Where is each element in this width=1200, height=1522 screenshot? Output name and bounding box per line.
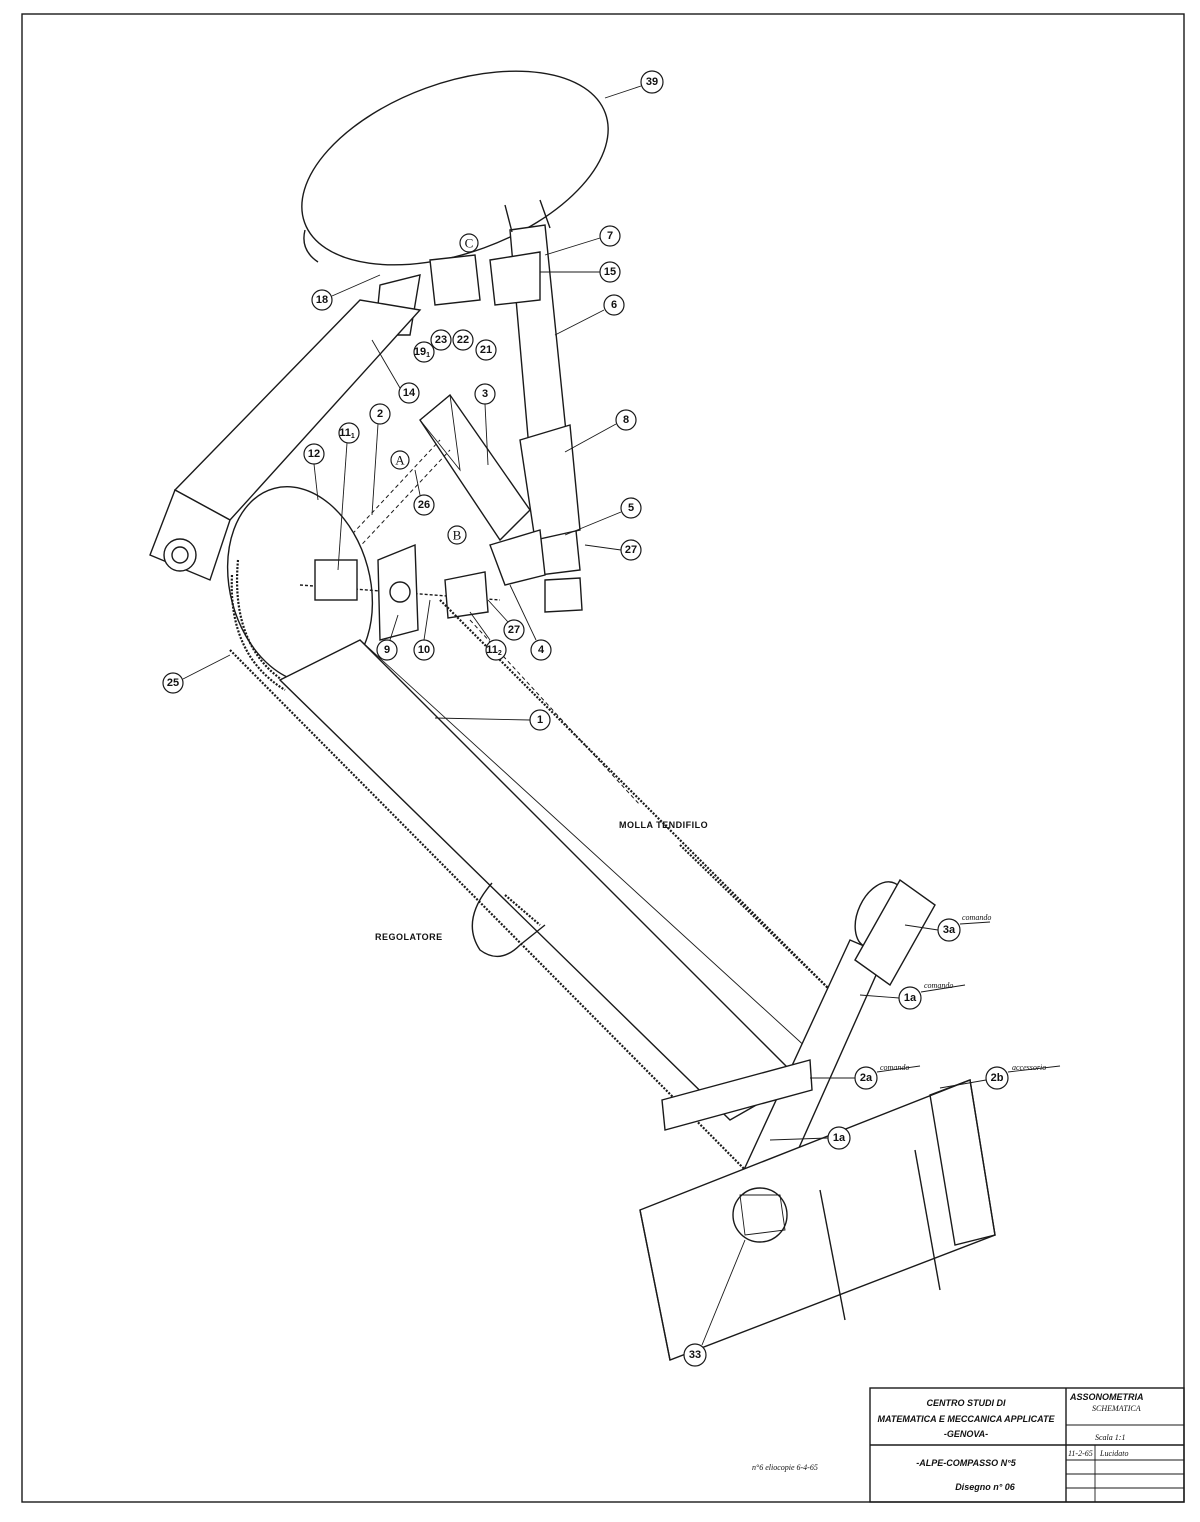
part-label-27-right: 27	[625, 544, 637, 556]
annotation-regolatore: REGOLATORE	[375, 932, 443, 942]
sheet-border	[21, 13, 1185, 1503]
title-block: CENTRO STUDI DI MATEMATICA E MECCANICA A…	[869, 1387, 1185, 1503]
letter-label-a: A	[395, 453, 405, 468]
part-label-11-1-subscript: 1	[351, 433, 355, 440]
part-label-10: 10	[418, 644, 430, 656]
part-label-15: 15	[604, 266, 616, 278]
part-label-19-subscript: 1	[426, 352, 430, 359]
part-label-7: 7	[607, 230, 613, 242]
part-label-1a-bottom: 1a	[833, 1132, 846, 1144]
part-label-12: 12	[308, 448, 320, 460]
letter-labels: C A B	[390, 233, 479, 545]
part-label-5: 5	[628, 502, 634, 514]
part-label-2b: 2b	[991, 1072, 1004, 1084]
title-project: -ALPE-COMPASSO N°5	[916, 1458, 1016, 1468]
title-drawing-number: Disegno n° 06	[955, 1482, 1016, 1492]
part-label-11-2-subscript: 2	[498, 650, 502, 657]
title-view-line2: SCHEMATICA	[1092, 1404, 1141, 1413]
title-org-line3: -GENOVA-	[944, 1429, 988, 1439]
letter-label-c: C	[465, 236, 474, 251]
part-label-2: 2	[377, 408, 383, 420]
part-label-18: 18	[316, 294, 328, 306]
title-scale: Scala 1:1	[1095, 1433, 1125, 1442]
title-org-line2: MATEMATICA E MECCANICA APPLICATE	[878, 1414, 1056, 1424]
title-org-line1: CENTRO STUDI DI	[926, 1398, 1006, 1408]
note-accessorio-2b: accessorio	[1012, 1063, 1046, 1072]
part-label-21: 21	[480, 344, 492, 356]
part-label-11-2: 112	[486, 644, 502, 657]
part-label-11-2-number: 11	[486, 644, 498, 656]
note-comando-3a: comando	[962, 913, 991, 922]
part-label-11-1-number: 11	[339, 427, 351, 439]
title-date: 11-2-65	[1068, 1449, 1093, 1458]
part-label-9: 9	[384, 644, 390, 656]
part-label-39: 39	[646, 76, 658, 88]
part-label-19: 191	[414, 346, 430, 359]
annotation-molla-tendifilo: MOLLA TENDIFILO	[619, 820, 708, 830]
part-label-19-number: 19	[414, 346, 426, 358]
title-view-line1: ASSONOMETRIA	[1069, 1392, 1144, 1402]
part-label-27-center: 27	[508, 624, 520, 636]
part-label-3: 3	[482, 388, 488, 400]
part-label-23: 23	[435, 334, 447, 346]
part-label-33: 33	[689, 1349, 701, 1361]
part-label-8: 8	[623, 414, 629, 426]
part-labels: 39 7 15 6 18 191 23 22 21 14 3 2 8	[162, 70, 1061, 1367]
part-label-1: 1	[537, 714, 543, 726]
part-label-14: 14	[403, 387, 416, 399]
title-status: Lucidato	[1099, 1449, 1128, 1458]
part-label-2a: 2a	[860, 1072, 873, 1084]
copy-note: n°6 eliocopie 6-4-65	[752, 1463, 818, 1472]
part-label-25: 25	[167, 677, 179, 689]
mechanism-drawing	[149, 70, 996, 1361]
note-comando-1a: comando	[924, 981, 953, 990]
letter-label-b: B	[453, 528, 462, 543]
part-label-26: 26	[418, 499, 430, 511]
part-label-3a: 3a	[943, 924, 956, 936]
part-label-11-1: 111	[339, 427, 355, 440]
part-label-1a-top: 1a	[904, 992, 917, 1004]
part-label-22: 22	[457, 334, 469, 346]
part-label-4: 4	[538, 644, 545, 656]
note-comando-2a: comando	[880, 1063, 909, 1072]
part-label-6: 6	[611, 299, 617, 311]
